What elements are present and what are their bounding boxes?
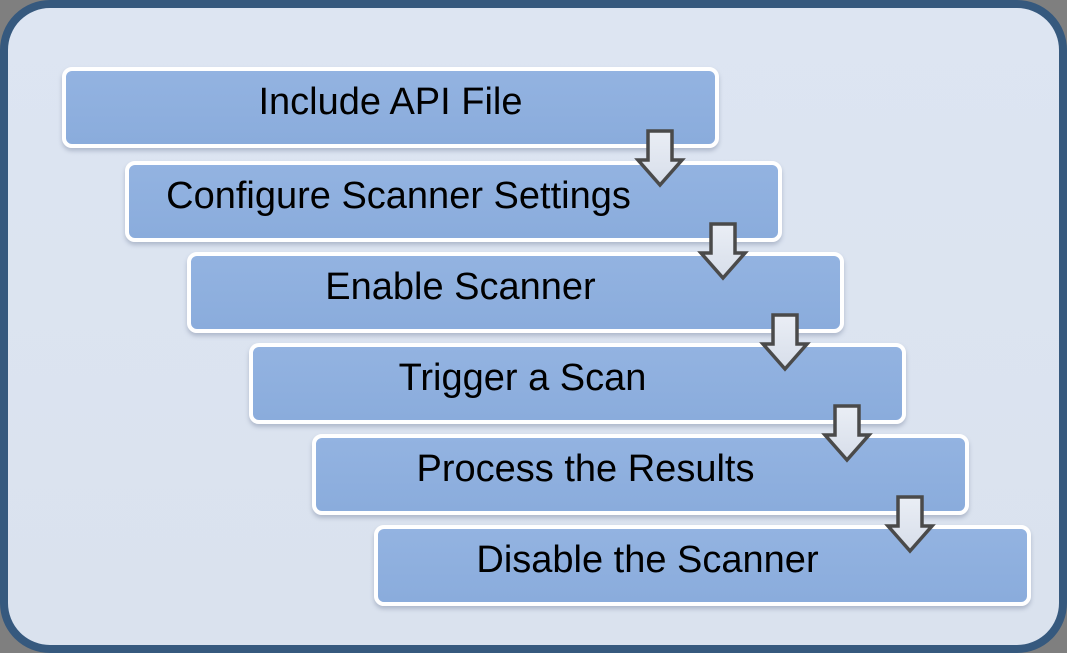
down-arrow-icon	[634, 129, 686, 188]
down-arrow-icon	[884, 495, 936, 554]
down-arrow-icon	[759, 313, 811, 372]
down-arrow-icon	[821, 404, 873, 463]
down-arrow-icon	[697, 222, 749, 281]
process-step-include-api-file: Include API File	[62, 67, 719, 148]
step-label: Configure Scanner Settings	[166, 174, 631, 217]
process-step-trigger-a-scan: Trigger a Scan	[249, 343, 906, 424]
step-label: Trigger a Scan	[398, 356, 647, 399]
step-label: Include API File	[258, 80, 523, 123]
step-label: Process the Results	[416, 447, 755, 490]
process-step-process-the-results: Process the Results	[312, 434, 969, 515]
step-label: Disable the Scanner	[476, 538, 819, 581]
process-step-configure-scanner-settings: Configure Scanner Settings	[125, 161, 782, 242]
step-label: Enable Scanner	[325, 265, 596, 308]
